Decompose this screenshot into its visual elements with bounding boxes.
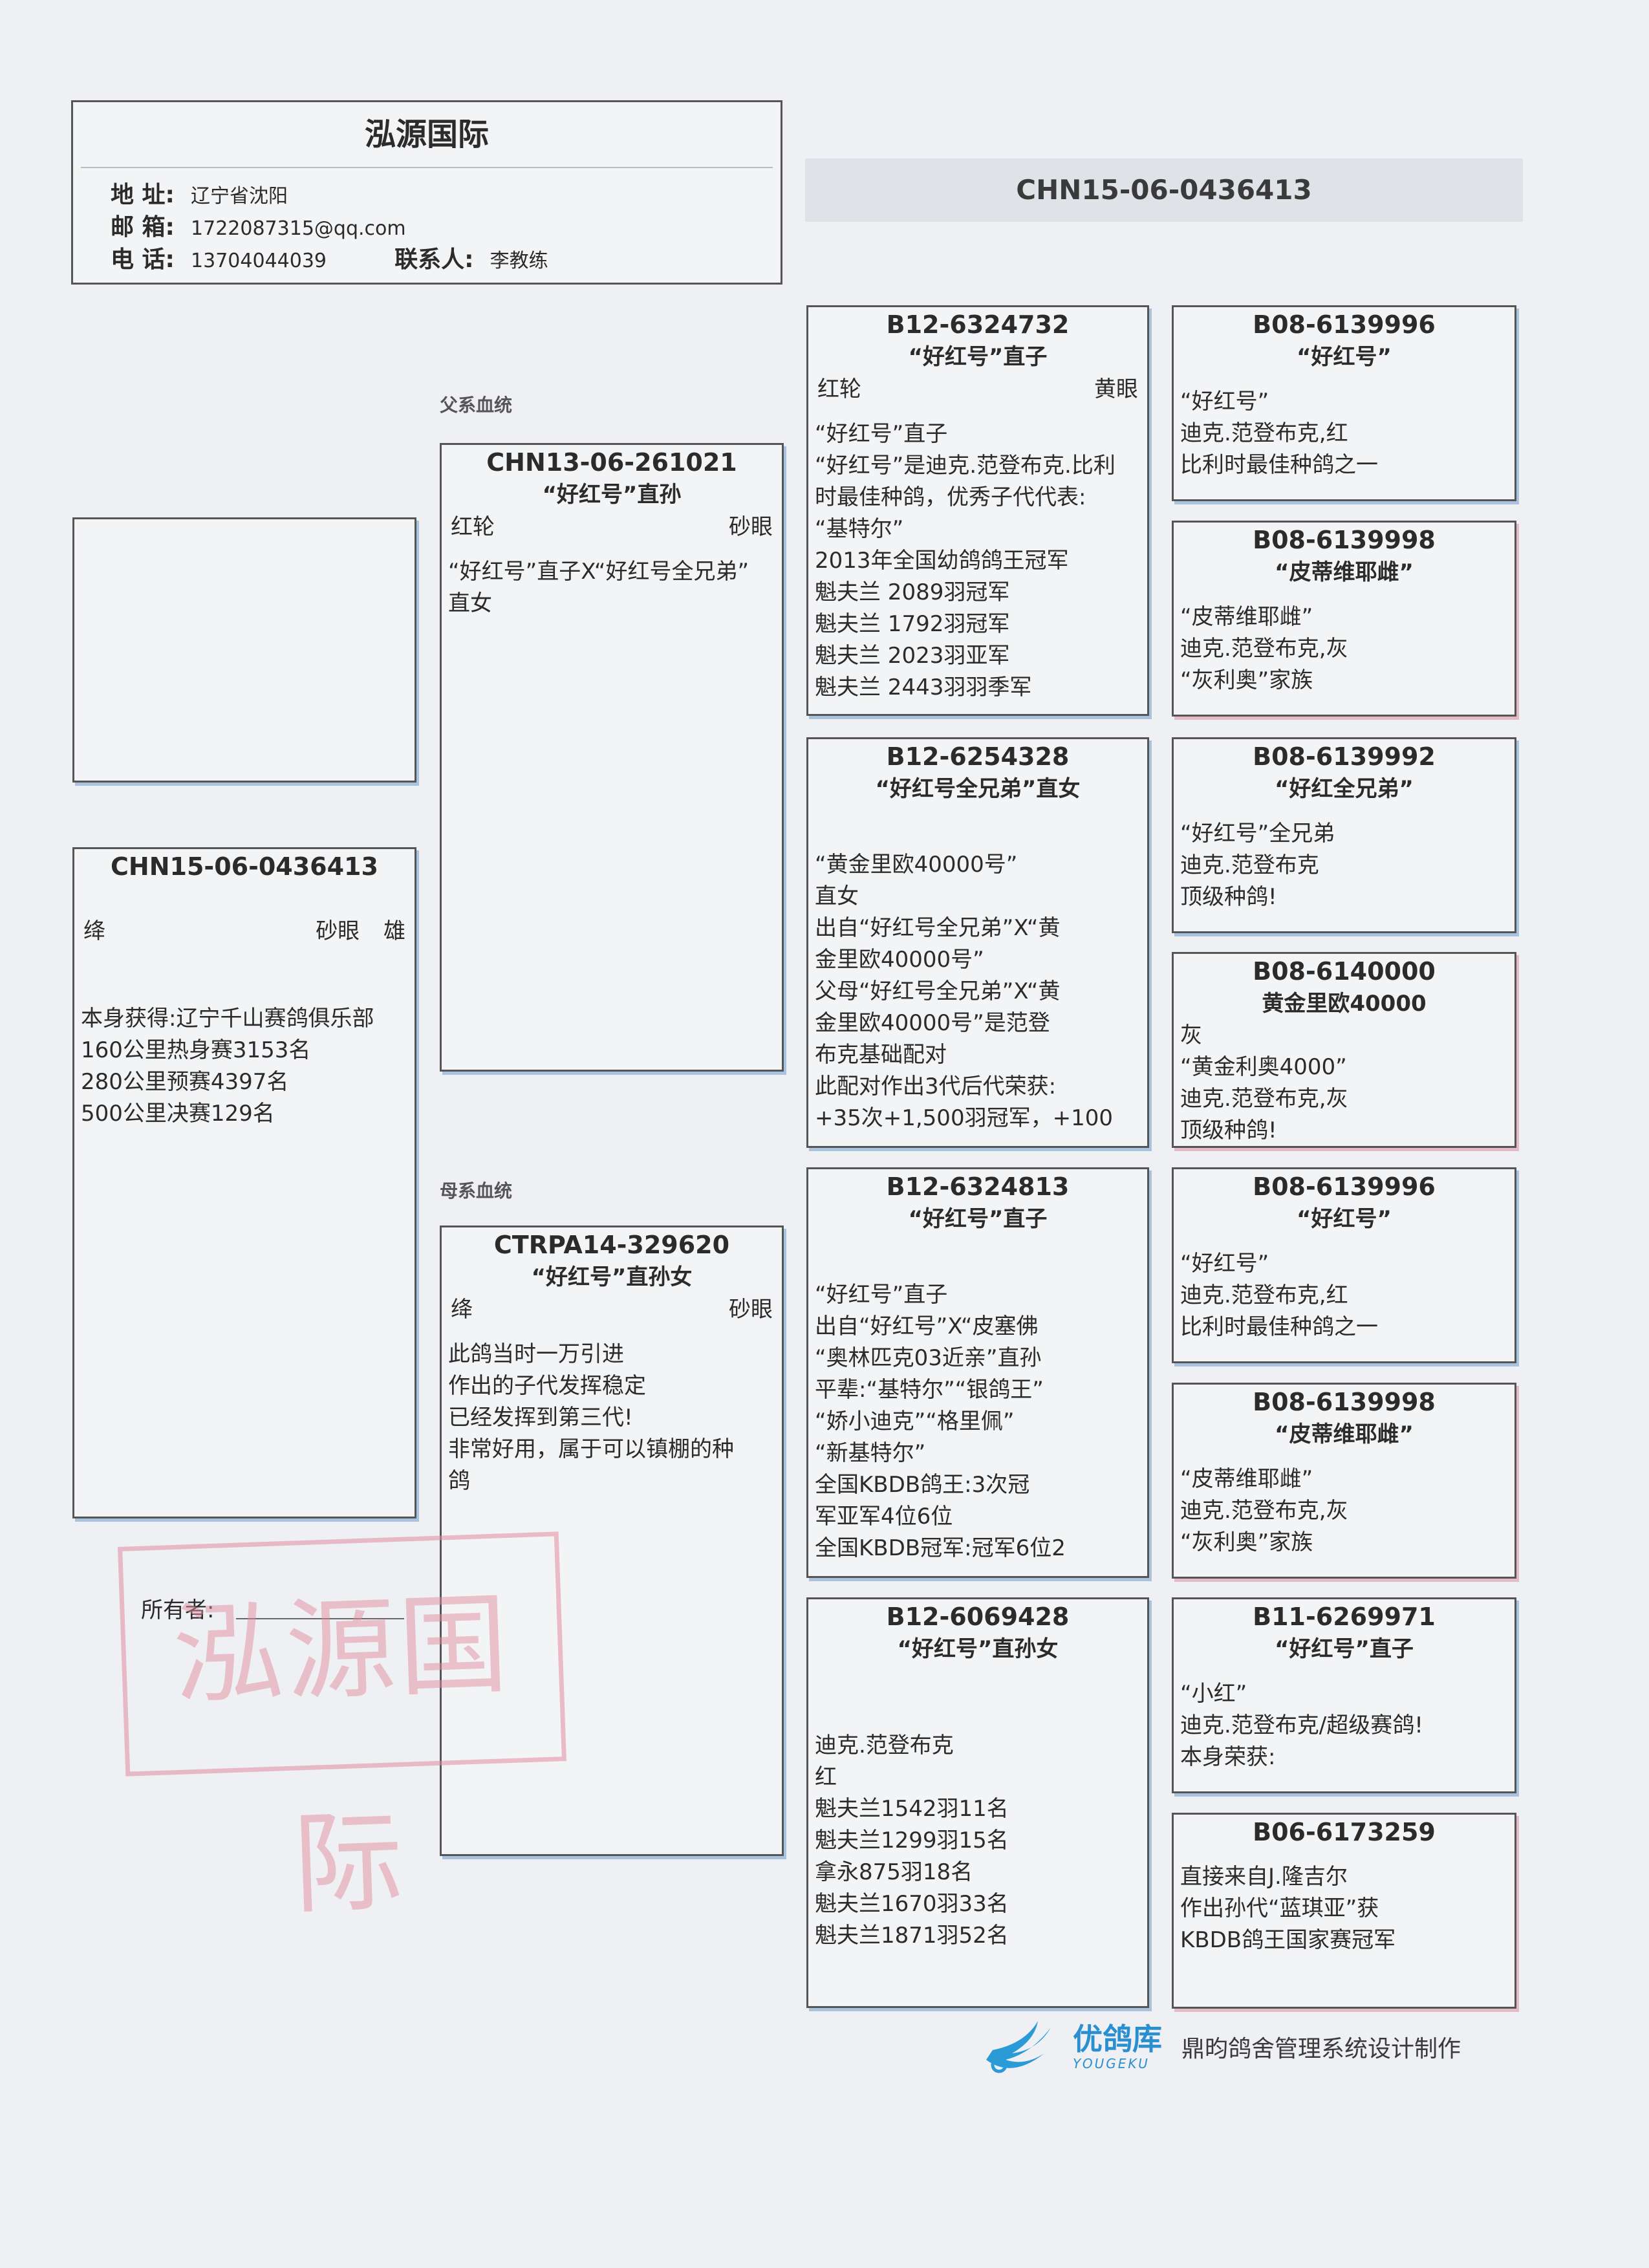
gg-ring: B08-6139998 (1253, 526, 1436, 554)
grandparent-ring: B12-6324732 (886, 310, 1070, 339)
gg-notes: “好红号”全兄弟 迪克.范登布克 顶级种鸽! (1180, 821, 1335, 910)
owner-signature-line (236, 1618, 404, 1619)
gg-ring: B06-6173259 (1253, 1818, 1436, 1846)
phone-value: 13704044039 (191, 250, 327, 272)
sire-notes: “好红号”直子X“好红号全兄弟” 直女 (448, 559, 749, 616)
grandparent-name: “好红号”直子 (908, 1206, 1048, 1232)
contact-value: 李教练 (490, 250, 548, 272)
gg-notes: “黄金利奥4000” 迪克.范登布克,灰 顶级种鸽! (1180, 1054, 1348, 1143)
grandparent-color: 红轮 (817, 376, 861, 402)
great-grandparent-card-6: B08-6139998 “皮蒂维耶雌” “皮蒂维耶雌” 迪克.范登布克,灰 “灰… (1172, 1383, 1516, 1579)
gg-ring: B08-6139992 (1253, 742, 1436, 771)
grandparent-eye: 黄眼 (1094, 376, 1138, 402)
dam-traits: 绛 砂眼 (442, 1293, 782, 1326)
great-grandparent-card-8: B06-6173259 直接来自J.隆吉尔 作出孙代“蓝琪亚”获 KBDB鸽王国… (1172, 1813, 1516, 2009)
sire-card: CHN13-06-261021 “好红号”直孙 红轮 砂眼 “好红号”直子X“好… (440, 443, 784, 1072)
dam-name: “好红号”直孙女 (531, 1264, 693, 1290)
grandparent-notes: “好红号”直子 出自“好红号”X“皮塞佛 “奥林匹克03近亲”直孙 平辈:“基特… (815, 1282, 1066, 1561)
gg-ring: B11-6269971 (1253, 1603, 1436, 1631)
stamp-seal: 泓源国际 (118, 1531, 566, 1930)
great-grandparent-card-7: B11-6269971 “好红号”直子 “小红” 迪克.范登布克/超级赛鸽! 本… (1172, 1597, 1516, 1793)
grandparent-name: “好红号”直子 (908, 344, 1048, 370)
gg-ring: B08-6139996 (1253, 310, 1436, 339)
gg-notes: “好红号” 迪克.范登布克,红 比利时最佳种鸽之一 (1180, 1251, 1378, 1340)
gg-notes: “好红号” 迪克.范登布克,红 比利时最佳种鸽之一 (1180, 389, 1378, 478)
grandparent-notes: “黄金里欧40000号” 直女 出自“好红号全兄弟”X“黄 金里欧40000号”… (815, 852, 1113, 1131)
dam-ring: CTRPA14-329620 (493, 1231, 730, 1259)
dam-eye: 砂眼 (729, 1297, 773, 1323)
grandparent-ring: B12-6069428 (886, 1603, 1070, 1631)
grandparent-traits: 红轮 黄眼 (808, 373, 1147, 405)
grandparent-card-3: B12-6324813 “好红号”直子 “好红号”直子 出自“好红号”X“皮塞佛… (806, 1167, 1149, 1578)
footer: 优鸽库 YOUGEKU 鼎昀鸽舍管理系统设计制作 (973, 2014, 1461, 2079)
grandparent-card-2: B12-6254328 “好红号全兄弟”直女 “黄金里欧40000号” 直女 出… (806, 737, 1149, 1148)
stamp-text: 泓源国际 (171, 1580, 513, 1930)
sire-color: 红轮 (451, 514, 495, 540)
address-value: 辽宁省沈阳 (191, 185, 288, 208)
gg-name: “好红号”直子 (1275, 1636, 1414, 1662)
great-grandparent-card-1: B08-6139996 “好红号” “好红号” 迪克.范登布克,红 比利时最佳种… (1172, 305, 1516, 501)
grandparent-card-4: B12-6069428 “好红号”直孙女 迪克.范登布克 红 魁夫兰1542羽1… (806, 1597, 1149, 2008)
maternal-label: 母系血统 (440, 1180, 513, 1202)
subject-notes: 本身获得:辽宁千山赛鸽俱乐部 160公里热身赛3153名 280公里预赛4397… (81, 1006, 374, 1127)
logo-cn-text: 优鸽库 (1073, 2022, 1162, 2057)
great-grandparent-card-4: B08-6140000 黄金里欧40000 灰 “黄金利奥4000” 迪克.范登… (1172, 952, 1516, 1148)
sire-name: “好红号”直孙 (542, 482, 682, 508)
grandparent-name: “好红号”直孙女 (897, 1636, 1059, 1662)
great-grandparent-card-2: B08-6139998 “皮蒂维耶雌” “皮蒂维耶雌” 迪克.范登布克,灰 “灰… (1172, 521, 1516, 717)
grandparent-ring: B12-6254328 (886, 742, 1070, 771)
gg-notes: “小红” 迪克.范登布克/超级赛鸽! 本身荣获: (1180, 1681, 1423, 1770)
logo-en-text: YOUGEKU (1073, 2056, 1150, 2071)
gg-name: 黄金里欧40000 (1262, 991, 1427, 1017)
subject-eye: 砂眼 (316, 918, 360, 944)
email-label: 邮 箱: (111, 214, 175, 241)
header-ring-band: CHN15-06-0436413 (805, 158, 1523, 222)
grandparent-notes: “好红号”直子 “好红号”是迪克.范登布克.比利 时最佳种鸽，优秀子代代表: “… (815, 421, 1116, 700)
footer-credit: 鼎昀鸽舍管理系统设计制作 (1181, 2036, 1461, 2062)
dam-color: 绛 (451, 1297, 473, 1323)
grandparent-name: “好红号全兄弟”直女 (875, 776, 1081, 802)
email-value: 1722087315@qq.com (191, 217, 406, 240)
owner-signature-label: 所有者: (141, 1597, 215, 1623)
gg-notes: “皮蒂维耶雌” 迪克.范登布克,灰 “灰利奥”家族 (1180, 604, 1348, 693)
subject-card: CHN15-06-0436413 绛 砂眼 雄 本身获得:辽宁千山赛鸽俱乐部 1… (72, 847, 416, 1518)
dam-card: CTRPA14-329620 “好红号”直孙女 绛 砂眼 此鸽当时一万引进 作出… (440, 1226, 784, 1856)
owner-title: 泓源国际 (364, 116, 489, 153)
gg-name: “好红号” (1297, 344, 1392, 370)
subject-color: 绛 (83, 918, 105, 944)
sire-eye: 砂眼 (729, 514, 773, 540)
yougeku-logo-icon (986, 2021, 1051, 2073)
grandparent-ring: B12-6324813 (886, 1172, 1070, 1201)
gg-name: “皮蒂维耶雌” (1275, 559, 1414, 585)
owner-title-rule (81, 167, 773, 168)
gg-name: “好红号” (1297, 1206, 1392, 1232)
phone-label: 电 话: (111, 246, 175, 273)
gg-ring: B08-6140000 (1253, 957, 1436, 986)
subject-sex: 雄 (383, 918, 405, 944)
contact-label: 联系人: (394, 246, 474, 273)
gg-name: “好红全兄弟” (1275, 776, 1414, 802)
pigeon-photo-frame (72, 517, 416, 783)
header-ring: CHN15-06-0436413 (1016, 174, 1312, 206)
subject-ring: CHN15-06-0436413 (111, 852, 378, 881)
gg-color: 灰 (1180, 1022, 1202, 1048)
gg-notes: 直接来自J.隆吉尔 作出孙代“蓝琪亚”获 KBDB鸽王国家赛冠军 (1180, 1864, 1396, 1953)
gg-ring: B08-6139998 (1253, 1388, 1436, 1416)
subject-traits: 绛 砂眼 雄 (74, 915, 415, 947)
gg-name: “皮蒂维耶雌” (1275, 1421, 1414, 1447)
sire-ring: CHN13-06-261021 (486, 448, 737, 477)
owner-info-box: 泓源国际 地 址: 辽宁省沈阳 邮 箱: 1722087315@qq.com 电… (71, 100, 782, 285)
gg-notes: “皮蒂维耶雌” 迪克.范登布克,灰 “灰利奥”家族 (1180, 1466, 1348, 1555)
sire-traits: 红轮 砂眼 (442, 511, 782, 543)
grandparent-card-1: B12-6324732 “好红号”直子 红轮 黄眼 “好红号”直子 “好红号”是… (806, 305, 1149, 716)
paternal-label: 父系血统 (440, 394, 513, 416)
dam-notes: 此鸽当时一万引进 作出的子代发挥稳定 已经发挥到第三代! 非常好用，属于可以镇棚… (448, 1341, 734, 1494)
gg-ring: B08-6139996 (1253, 1172, 1436, 1201)
grandparent-notes: 迪克.范登布克 红 魁夫兰1542羽11名 魁夫兰1299羽15名 拿永875羽… (815, 1733, 1009, 1949)
great-grandparent-card-3: B08-6139992 “好红全兄弟” “好红号”全兄弟 迪克.范登布克 顶级种… (1172, 737, 1516, 933)
address-label: 地 址: (111, 182, 175, 208)
great-grandparent-card-5: B08-6139996 “好红号” “好红号” 迪克.范登布克,红 比利时最佳种… (1172, 1167, 1516, 1363)
